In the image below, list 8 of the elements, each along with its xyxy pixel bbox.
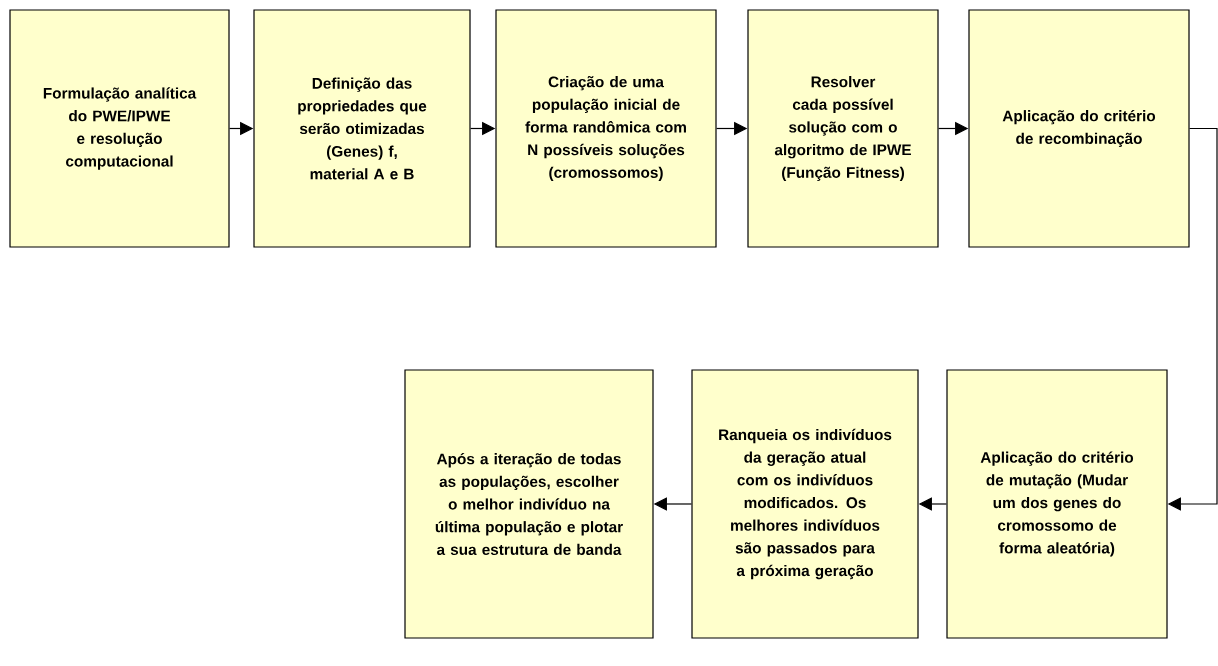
process-box: Criação de uma população inicial de forma randômica com N possíveis soluções (cromossomos) bbox=[495, 9, 717, 248]
process-box: Definição das propriedades que serão otimizadas (Genes) f, material A e B bbox=[253, 9, 471, 248]
process-box: Ranqueia os indivíduos da geração atual com os indivíduos modificados. Os melhores indivíduos são passados para a próxima geração bbox=[691, 369, 919, 639]
process-box: Após a iteração de todas as populações, escolher o melhor indivíduo na última população e plotar a sua estrutura de banda bbox=[404, 369, 654, 639]
process-box: Aplicação do critério de recombinação bbox=[968, 9, 1190, 248]
process-box: Resolver cada possível solução com o algoritmo de IPWE (Função Fitness) bbox=[747, 9, 939, 248]
process-box: Formulação analítica do PWE/IPWE e resolução computacional bbox=[9, 9, 230, 248]
process-box: Aplicação do critério de mutação (Mudar um dos genes do cromossomo de forma aleatória) bbox=[946, 369, 1168, 639]
